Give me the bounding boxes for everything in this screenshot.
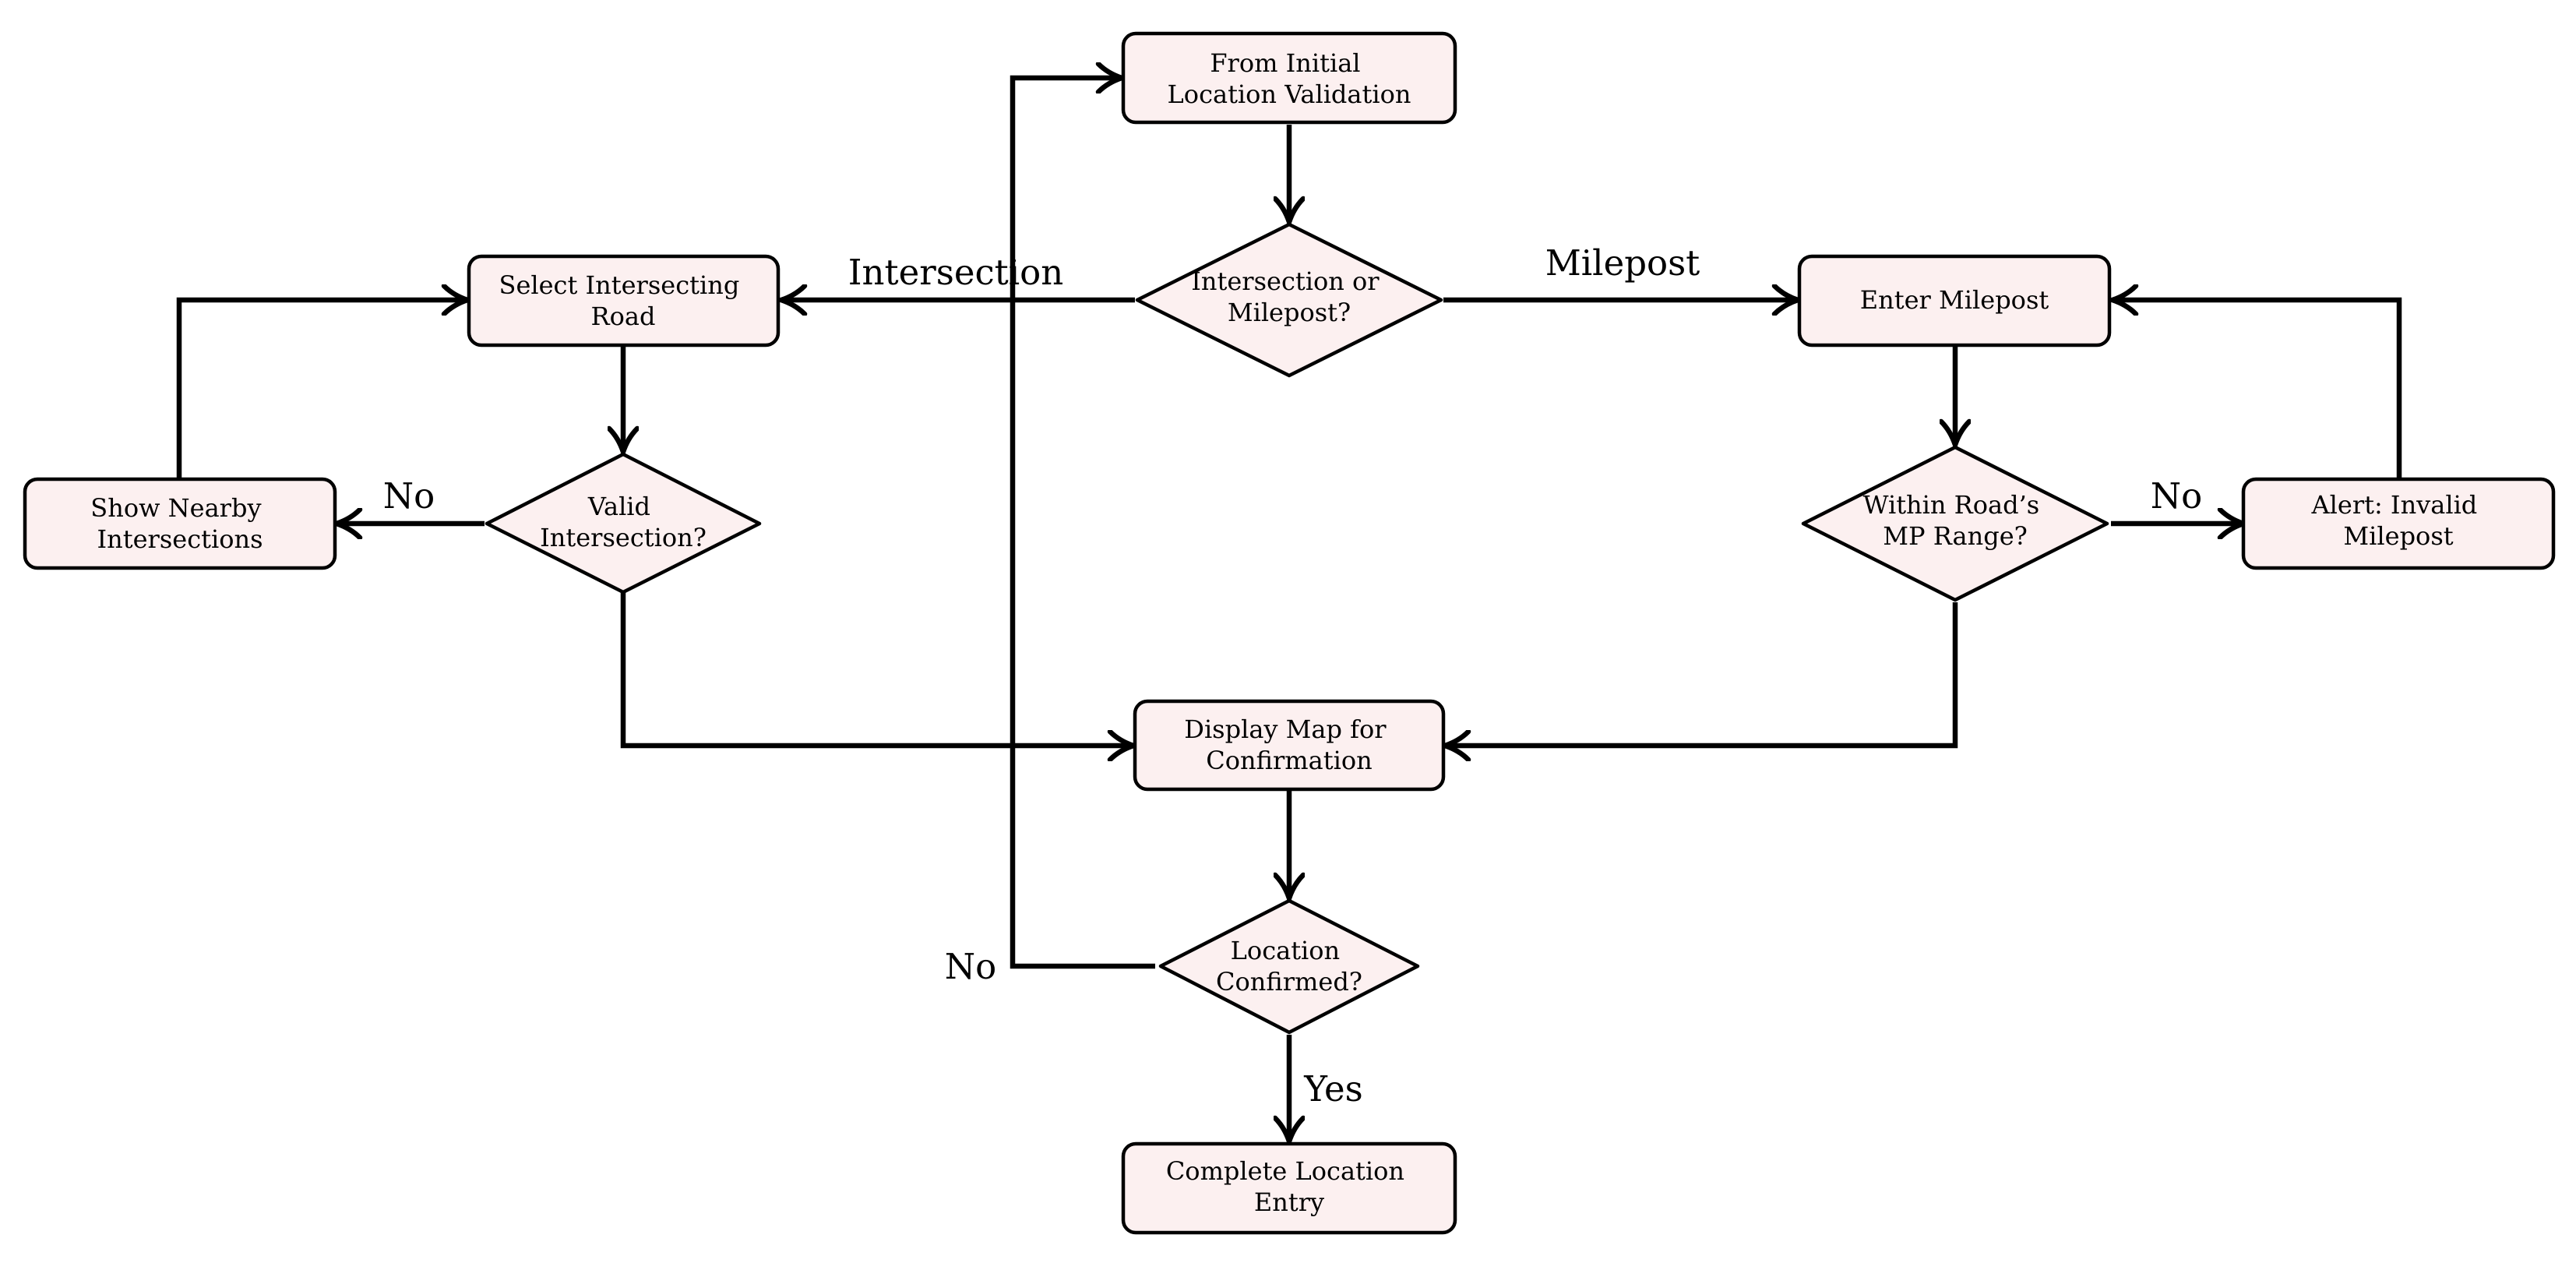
- edge-label-no-valid: No: [383, 475, 435, 517]
- node-confirmed-line-1: Location: [1231, 936, 1340, 965]
- node-select-road-line-1: Select Intersecting: [499, 270, 740, 300]
- node-display-map: Display Map for Confirmation: [1133, 699, 1446, 792]
- node-complete-line-2: Entry: [1254, 1187, 1324, 1217]
- node-choice-line-1: Intersection or: [1191, 266, 1380, 296]
- svg-text:Alert: Invalid Milepost: Alert: Invalid Milepost: [2311, 490, 2486, 551]
- node-select-road: Select Intersecting Road: [467, 254, 781, 348]
- node-alert-invalid-line-1: Alert: Invalid: [2311, 490, 2478, 520]
- node-valid-intersection-line-2: Intersection?: [540, 523, 707, 552]
- node-start-line-2: Location Validation: [1168, 79, 1411, 109]
- svg-text:Select Intersecting Road: Select Intersecting Road: [499, 270, 748, 331]
- edge-label-yes-confirm: Yes: [1303, 1068, 1363, 1110]
- svg-text:Intersection or Milepost: Intersection or Milepost?: [1191, 266, 1387, 327]
- svg-text:Complete Location Entry: Complete Location Entry: [1166, 1156, 1412, 1217]
- node-confirmed: Location Confirmed?: [1158, 898, 1420, 1035]
- node-within-range-line-1: Within Road’s: [1863, 490, 2040, 520]
- svg-text:Location Confirmed?: Location Confirmed?: [1216, 936, 1362, 997]
- edge-show-nearby-to-select-road: [176, 300, 467, 478]
- node-enter-milepost-line-1: Enter Milepost: [1860, 285, 2049, 315]
- edge-label-intersection: Intersection: [848, 252, 1063, 293]
- svg-text:Within Road’s MP Range?: Within Road’s MP Range?: [1863, 490, 2048, 551]
- node-display-map-line-1: Display Map for: [1184, 714, 1387, 744]
- edge-within-to-display-map: [1445, 602, 1958, 746]
- edge-label-no-range: No: [2151, 475, 2202, 517]
- node-select-road-line-2: Road: [591, 302, 656, 331]
- node-valid-intersection-line-1: Valid: [587, 492, 650, 521]
- node-start-line-1: From Initial: [1210, 48, 1360, 78]
- node-enter-milepost: Enter Milepost: [1797, 254, 2112, 348]
- node-within-range-line-2: MP Range?: [1883, 521, 2028, 551]
- svg-text:Valid Intersection?: Valid Intersection?: [540, 492, 707, 552]
- svg-text:Enter Milepost: Enter Milepost: [1860, 285, 2049, 315]
- svg-text:From Initial Location Va: From Initial Location Validation: [1168, 48, 1411, 109]
- node-valid-intersection: Valid Intersection?: [485, 452, 762, 594]
- svg-text:Display Map for Confirma: Display Map for Confirmation: [1184, 714, 1394, 775]
- node-alert-invalid: Alert: Invalid Milepost: [2241, 477, 2556, 570]
- node-within-range: Within Road’s MP Range?: [1801, 445, 2109, 602]
- svg-text:Show Nearby Intersection: Show Nearby Intersections: [90, 493, 269, 554]
- node-choice-line-2: Milepost?: [1228, 298, 1351, 327]
- node-start: From Initial Location Validation: [1121, 31, 1457, 125]
- edge-valid-to-display-map: [620, 592, 1133, 746]
- node-complete-line-1: Complete Location: [1166, 1156, 1404, 1186]
- node-display-map-line-2: Confirmation: [1206, 746, 1372, 775]
- node-alert-invalid-line-2: Milepost: [2343, 521, 2453, 551]
- edge-alert-to-enter-milepost: [2113, 300, 2402, 478]
- node-choice: Intersection or Milepost?: [1135, 222, 1443, 378]
- edge-confirmed-to-start: [1010, 78, 1155, 969]
- node-confirmed-line-2: Confirmed?: [1216, 967, 1362, 997]
- node-complete: Complete Location Entry: [1121, 1141, 1457, 1235]
- node-show-nearby-line-1: Show Nearby: [90, 493, 261, 523]
- node-show-nearby-line-2: Intersections: [97, 524, 263, 554]
- node-show-nearby: Show Nearby Intersections: [23, 477, 337, 570]
- edge-label-milepost: Milepost: [1545, 242, 1700, 284]
- edge-label-no-confirm: No: [945, 946, 996, 987]
